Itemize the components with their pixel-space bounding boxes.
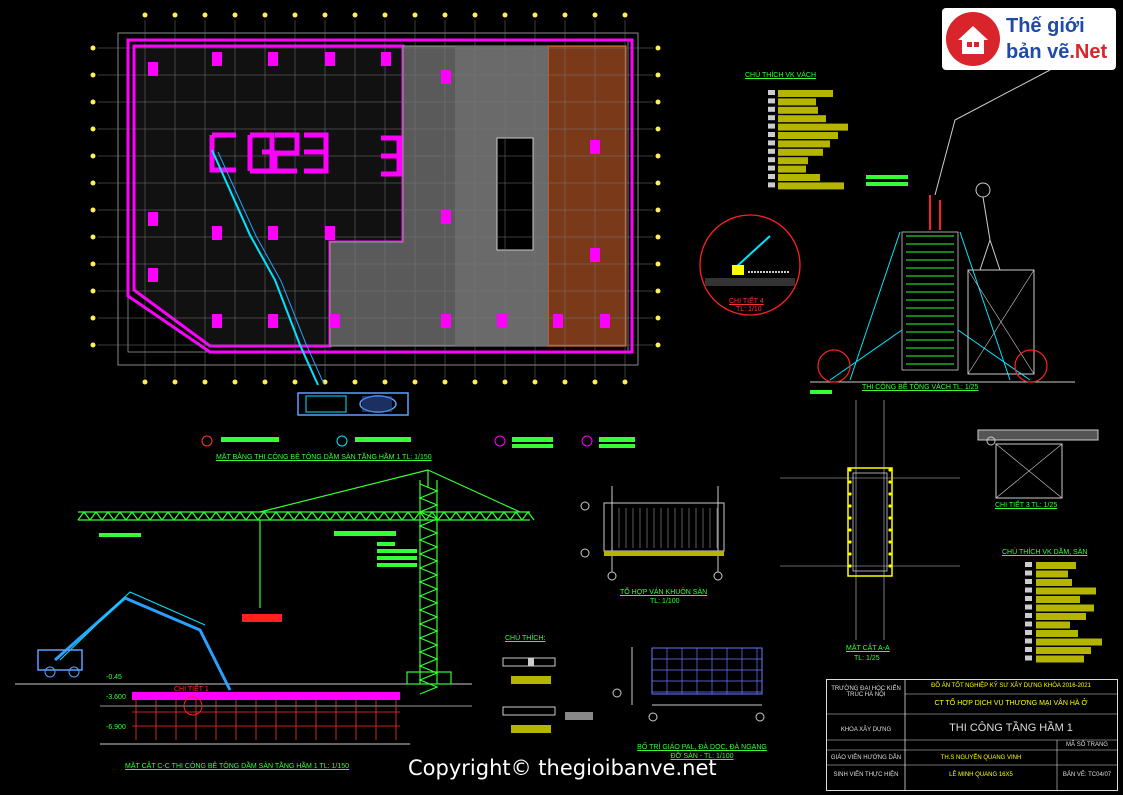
detail4-title: CHI TIẾT 4: [729, 298, 764, 305]
section-aa: [780, 400, 960, 640]
formwork-title: TỔ HỢP VÁN KHUÔN SÀN: [620, 589, 708, 596]
core-wall-1: [209, 132, 275, 174]
tb-faculty: KHOA XÂY DỰNG: [840, 727, 892, 733]
detail1-label: CHI TIẾT 1: [174, 686, 209, 693]
copyright-watermark: Copyright© thegioibanve.net: [408, 756, 717, 780]
note-beam-title: CHÚ THÍCH VK DẦM, SÀN: [1002, 549, 1088, 556]
formwork-assembly: [580, 486, 725, 581]
tb-project: CT TỔ HỢP DỊCH VỤ THƯƠNG MẠI VÂN HÀ Ở: [934, 700, 1088, 707]
plan-view: [90, 12, 661, 416]
section-aa-title: MẶT CẮT A-A: [846, 645, 890, 652]
level-3: -6.900: [106, 724, 126, 731]
core-wall-3: [381, 135, 402, 177]
formwork-scale: TL: 1/100: [650, 598, 680, 605]
site-logo: Thế giới bản vẽ.Net: [942, 8, 1116, 70]
slab-opening: [496, 137, 534, 251]
wall-title: THI CÔNG BÊ TÔNG VÁCH TL: 1/25: [862, 384, 979, 391]
tower-crane: [77, 469, 535, 695]
detail3-title: CHI TIẾT 3 TL: 1/25: [995, 502, 1058, 509]
tb-sheet-label: BẢN VẼ: TC04/07: [1062, 772, 1112, 778]
pump-truck: [297, 392, 409, 416]
tb-sheet-title: THI CÔNG TẦNG HẦM 1: [949, 722, 1073, 734]
level-2: -3.600: [106, 694, 126, 701]
note-wall-bars: [768, 90, 848, 190]
section-cc: [15, 469, 535, 745]
detail-3: [977, 429, 1099, 499]
tb-project-header: ĐỒ ÁN TỐT NGHIỆP KỸ SƯ XÂY DỰNG KHÓA 201…: [931, 683, 1091, 689]
note-title: CHÚ THÍCH:: [505, 635, 546, 642]
tb-advisor: TH.S NGUYỄN QUANG VINH: [940, 755, 1022, 761]
note-beam-bars: [1025, 562, 1102, 663]
title-block: TRƯỜNG ĐẠI HỌC KIẾN TRÚC HÀ NỘI KHOA XÂY…: [826, 679, 1118, 791]
tb-advisor-label: GIÁO VIÊN HƯỚNG DẪN: [830, 755, 902, 761]
wall-concreting: [810, 69, 1075, 394]
tb-school: TRƯỜNG ĐẠI HỌC KIẾN TRÚC HÀ NỘI: [831, 686, 901, 698]
tb-student-label: SINH VIÊN THỰC HIỆN: [833, 772, 899, 778]
scaffold-layout: [612, 647, 765, 722]
section-cc-title: MẶT CẮT C-C THI CÔNG BÊ TÔNG DẦM SÀN TẦN…: [125, 763, 350, 770]
level-1: -0.45: [106, 674, 122, 681]
logo-text-line1: Thế giới: [1006, 15, 1085, 37]
tb-student: LÊ MINH QUANG 16X5: [949, 772, 1013, 778]
note-wall-title: CHÚ THÍCH VK VÁCH: [745, 72, 817, 79]
plan-title: MẶT BẰNG THI CÔNG BÊ TÔNG DẦM SÀN TẦNG H…: [216, 454, 432, 461]
basement-slab: [132, 692, 400, 700]
scaffold-title: BỐ TRÍ GIÁO PAL, ĐÀ DỌC, ĐÀ NGANG ĐỠ SÀN…: [637, 744, 767, 760]
note-symbols: [502, 657, 593, 733]
plan-legend: [201, 435, 635, 448]
core-wall-2: [272, 132, 329, 174]
pump-boom-left: [54, 596, 232, 691]
pump-boom: [211, 149, 319, 386]
detail-4: [699, 214, 801, 316]
logo-text-line2: bản vẽ.Net: [1006, 41, 1108, 63]
tb-code-label: MÃ SỐ TRANG: [1066, 742, 1108, 748]
slab-formwork-zone: [547, 45, 627, 347]
section-aa-scale: TL: 1/25: [854, 655, 880, 662]
house-icon: [946, 12, 1000, 66]
detail4-scale: TL: 1/10: [736, 306, 762, 313]
